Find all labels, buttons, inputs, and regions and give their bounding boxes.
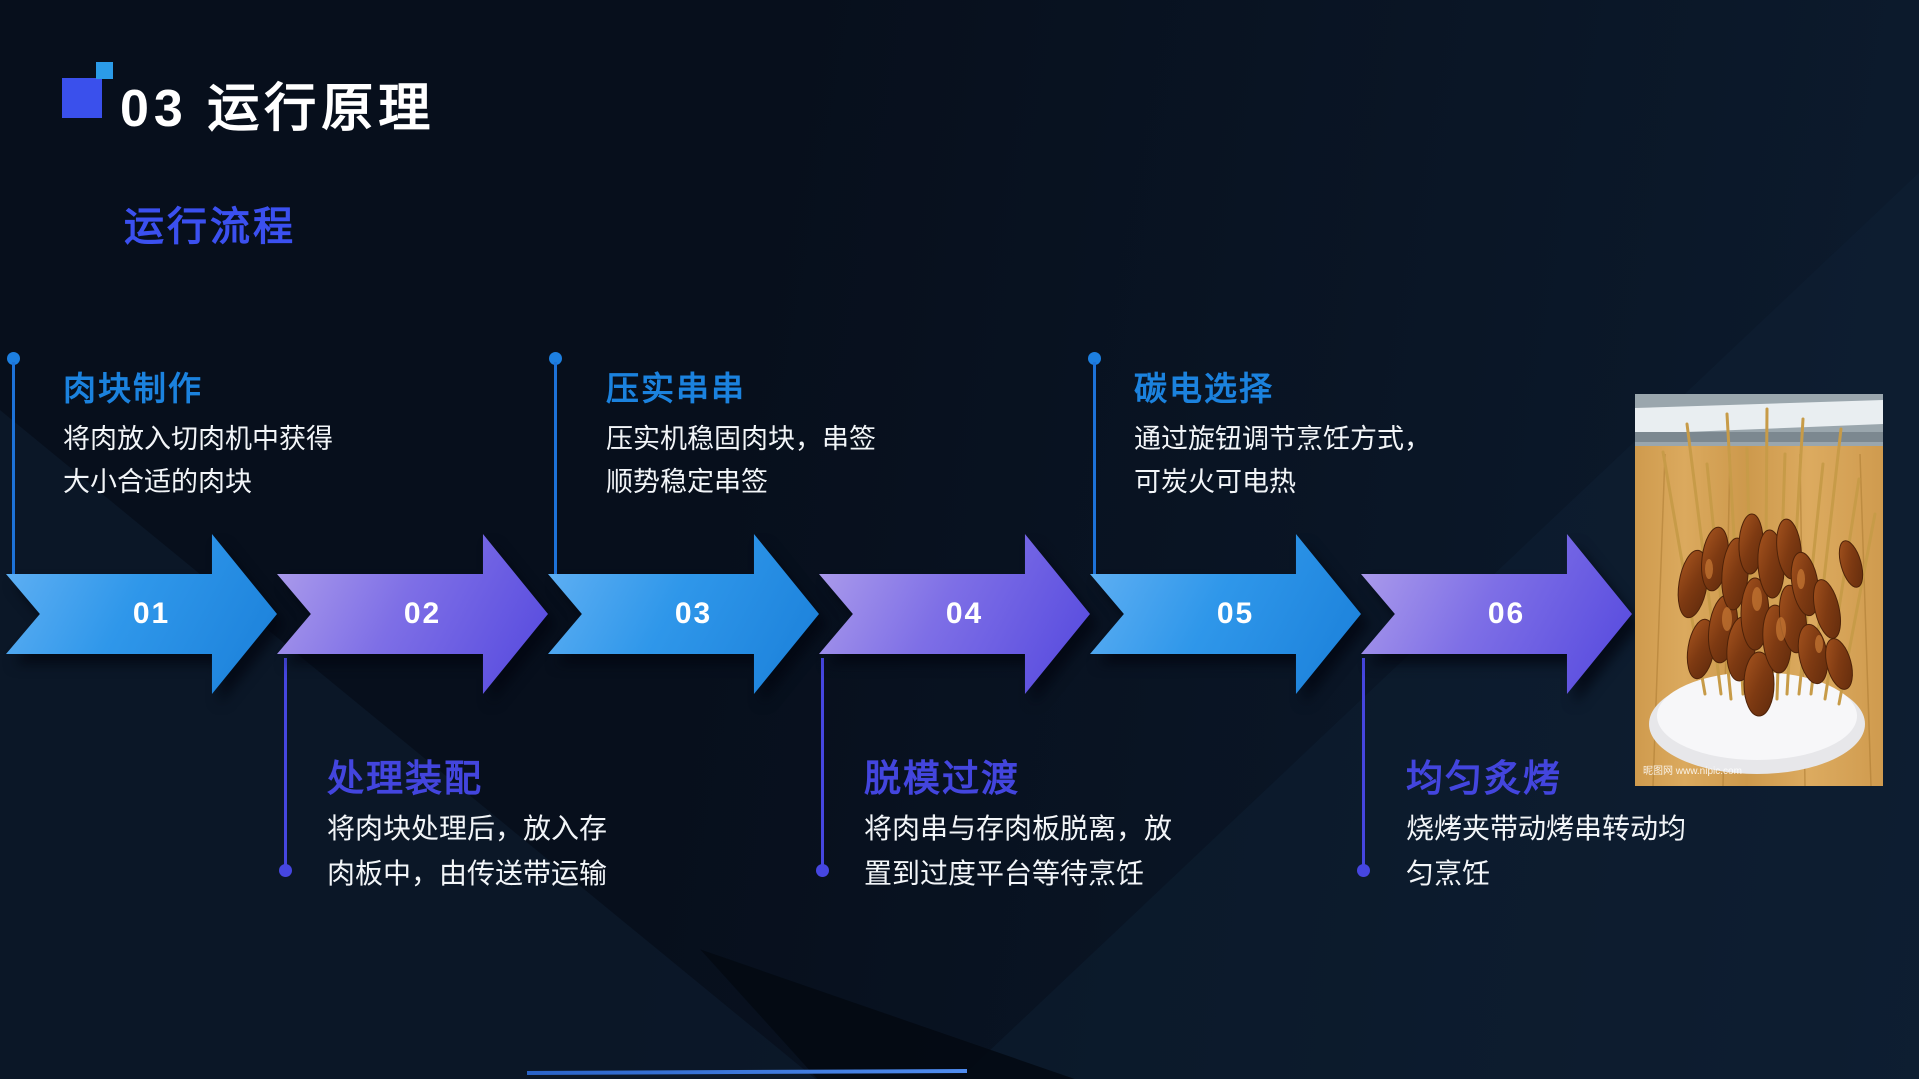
arrow-number: 02 (403, 597, 442, 630)
step5-desc-line2: 可炭火可电热 (1134, 467, 1296, 497)
section-title: 运行原理 (207, 80, 436, 138)
step2-title: 处理装配 (327, 758, 483, 799)
arrow-number: 05 (1216, 597, 1255, 630)
step1-dot (7, 352, 20, 365)
kebab-photo: 昵图网 www.nipic.com (1635, 394, 1883, 786)
step4-desc-line2: 置到过度平台等待烹饪 (864, 858, 1145, 889)
step2-line (284, 658, 287, 870)
step3-desc-line2: 顺势稳定串签 (606, 467, 768, 497)
page-subtitle: 运行流程 (124, 205, 296, 249)
step4-desc: 将肉串与存肉板脱离，放 置到过度平台等待烹饪 (864, 806, 1172, 896)
step1-line (12, 362, 15, 577)
image-watermark: 昵图网 www.nipic.com (1643, 765, 1742, 777)
arrow-step-06: 06 (1361, 534, 1632, 694)
arrow-step-01: 01 (6, 534, 277, 694)
step6-desc-line2: 匀烹饪 (1406, 858, 1491, 889)
step3-desc-line1: 压实机稳固肉块，串签 (606, 424, 876, 454)
arrow-step-02: 02 (277, 534, 548, 694)
arrow-shape: 04 (819, 534, 1090, 694)
arrow-step-03: 03 (548, 534, 819, 694)
section-number: 03 (120, 80, 188, 138)
step3-title: 压实串串 (606, 370, 746, 407)
step5-line (1093, 362, 1096, 577)
step6-title: 均匀炙烤 (1406, 758, 1562, 799)
arrow-shape: 03 (548, 534, 819, 694)
process-arrow-band: 01 02 03 04 05 06 (6, 534, 1632, 694)
step3-line (554, 362, 557, 577)
step1-title: 肉块制作 (63, 370, 203, 407)
step5-desc-line1: 通过旋钮调节烹饪方式， (1134, 424, 1431, 454)
step1-desc-line1: 将肉放入切肉机中获得 (63, 424, 333, 454)
arrow-number: 04 (945, 597, 984, 630)
step4-line (821, 658, 824, 870)
step3-desc: 压实机稳固肉块，串签 顺势稳定串签 (606, 418, 876, 504)
step4-title: 脱模过渡 (864, 758, 1020, 799)
step1-desc: 将肉放入切肉机中获得 大小合适的肉块 (63, 418, 333, 504)
step5-dot (1088, 352, 1101, 365)
step6-desc: 烧烤夹带动烤串转动均 匀烹饪 (1406, 806, 1686, 896)
arrow-shape: 02 (277, 534, 548, 694)
step4-desc-line1: 将肉串与存肉板脱离，放 (864, 813, 1173, 844)
step6-line (1362, 658, 1365, 870)
step5-title: 碳电选择 (1134, 370, 1274, 407)
arrow-shape: 01 (6, 534, 277, 694)
logo-small-square-icon (96, 62, 113, 79)
arrow-number: 03 (674, 597, 713, 630)
step3-dot (549, 352, 562, 365)
arrow-shape: 06 (1361, 534, 1632, 694)
arrow-step-04: 04 (819, 534, 1090, 694)
step2-desc-line2: 肉板中，由传送带运输 (327, 858, 608, 889)
step6-dot (1357, 864, 1370, 877)
arrow-shape: 05 (1090, 534, 1361, 694)
step1-desc-line2: 大小合适的肉块 (63, 467, 252, 497)
logo-square-icon (62, 78, 102, 118)
arrow-step-05: 05 (1090, 534, 1361, 694)
step2-desc: 将肉块处理后，放入存 肉板中，由传送带运输 (327, 806, 607, 896)
step2-desc-line1: 将肉块处理后，放入存 (327, 813, 608, 844)
step4-dot (816, 864, 829, 877)
step2-dot (279, 864, 292, 877)
arrow-number: 01 (132, 597, 171, 630)
step6-desc-line1: 烧烤夹带动烤串转动均 (1406, 813, 1687, 844)
arrow-number: 06 (1487, 597, 1526, 630)
page-title: 03 运行原理 (120, 66, 435, 141)
step5-desc: 通过旋钮调节烹饪方式， 可炭火可电热 (1134, 418, 1431, 504)
